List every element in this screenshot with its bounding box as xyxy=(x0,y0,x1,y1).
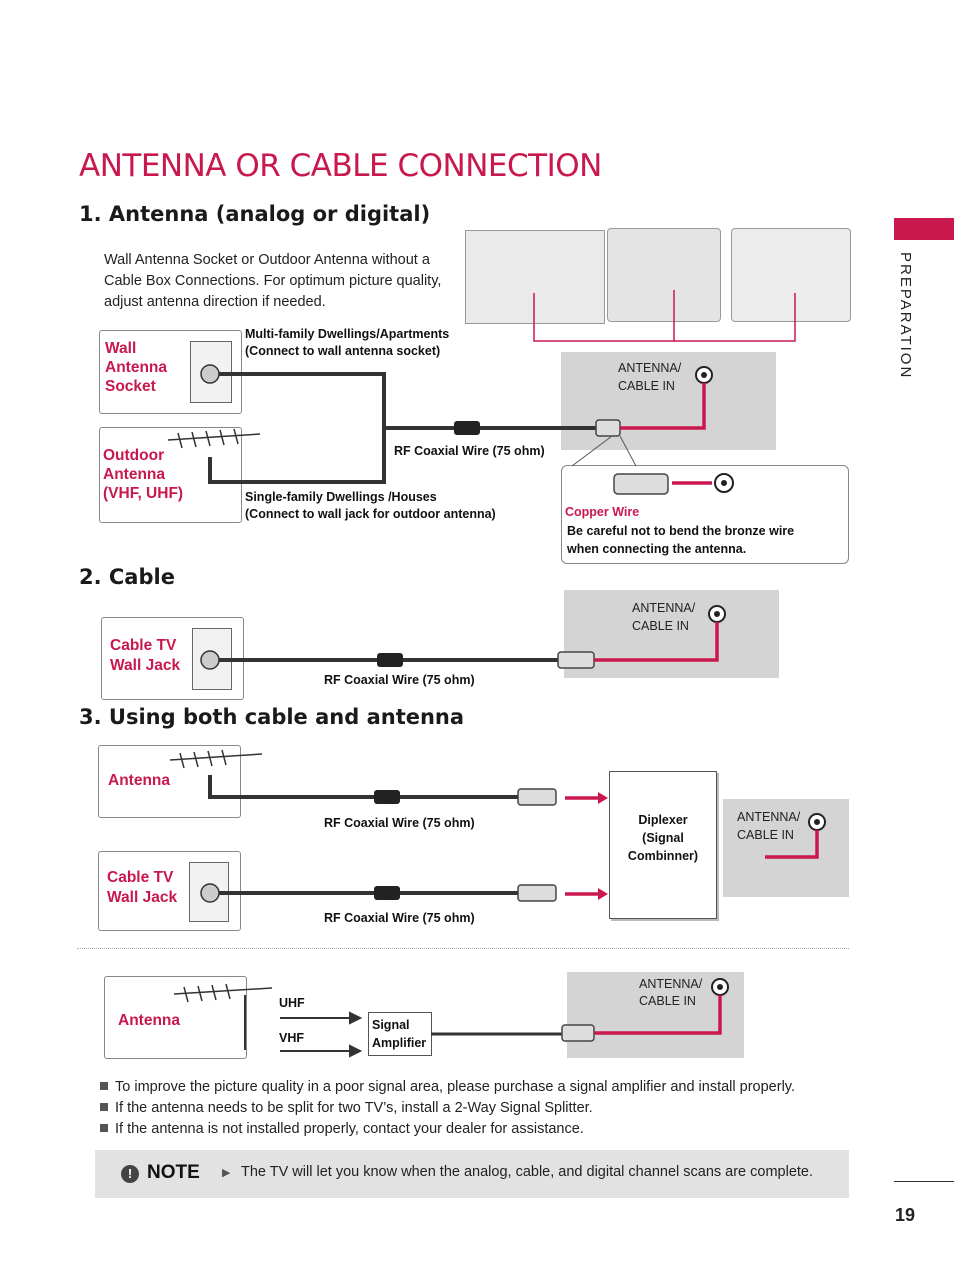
port-label-line2: CABLE IN xyxy=(632,619,689,633)
page-number: 19 xyxy=(895,1205,916,1225)
wall-antenna-box: Wall Antenna Socket xyxy=(99,330,242,414)
section-divider xyxy=(77,948,849,949)
diplexer-line3: Combinner) xyxy=(627,849,699,863)
single-family-line2: (Connect to wall jack for outdoor antenn… xyxy=(245,507,496,521)
port-label-line1: ANTENNA/ xyxy=(737,810,801,824)
section2-heading: 2. Cable xyxy=(79,565,175,589)
cable-jack-label-line2: Wall Jack xyxy=(110,657,181,674)
antenna-box-s3: Antenna xyxy=(98,745,241,818)
tv-back-small-illustration xyxy=(731,228,851,322)
note-label: NOTE xyxy=(147,1162,200,1183)
multi-family-line2: (Connect to wall antenna socket) xyxy=(245,344,441,358)
uhf-label: UHF xyxy=(279,996,305,1010)
note-bar: ! NOTE ▶ The TV will let you know when t… xyxy=(95,1150,849,1198)
amplifier-line2: Amplifier xyxy=(372,1036,427,1050)
antenna-box-s4: Antenna xyxy=(104,976,247,1059)
tv-input-panel-s2: ANTENNA/ CABLE IN xyxy=(564,590,779,678)
diplexer-line2: (Signal xyxy=(642,831,684,845)
tv-input-panel-s3: ANTENNA/ CABLE IN xyxy=(723,799,849,897)
cable-jack-label-line1: Cable TV xyxy=(107,869,174,886)
coax-label-s3-top: RF Coaxial Wire (75 ohm) xyxy=(324,816,475,830)
signal-amplifier-box: Signal Amplifier xyxy=(368,1012,432,1056)
wall-antenna-label: Wall Antenna Socket xyxy=(105,340,167,395)
coax-label-s1: RF Coaxial Wire (75 ohm) xyxy=(394,444,545,458)
port-label-line2: CABLE IN xyxy=(618,379,675,393)
section1-intro: Wall Antenna Socket or Outdoor Antenna w… xyxy=(104,252,442,310)
coax-cable-wall xyxy=(210,372,600,430)
section1-heading: 1. Antenna (analog or digital) xyxy=(79,202,431,226)
cable-jack-label-line2: Wall Jack xyxy=(107,889,178,906)
port-label-line1: ANTENNA/ xyxy=(632,601,696,615)
copper-note-line2: when connecting the antenna. xyxy=(567,542,747,556)
port-label-line1: ANTENNA/ xyxy=(639,977,703,991)
coax-cable-outdoor xyxy=(208,428,386,484)
tv-back-lcd-illustration xyxy=(607,228,721,322)
page-title: ANTENNA OR CABLE CONNECTION xyxy=(79,148,602,184)
page-number-rule xyxy=(894,1181,954,1182)
copper-note-line1: Be careful not to bend the bronze wire xyxy=(567,524,795,538)
diplexer-line1: Diplexer xyxy=(638,813,688,827)
alert-icon: ! xyxy=(121,1165,139,1183)
vhf-label: VHF xyxy=(279,1031,304,1045)
port-label-line2: CABLE IN xyxy=(639,994,696,1008)
tv-input-panel-s1: ANTENNA/ CABLE IN xyxy=(561,352,776,450)
tip-item: To improve the picture quality in a poor… xyxy=(100,1077,860,1098)
tv-back-plasma-illustration xyxy=(465,230,605,324)
amplifier-line1: Signal xyxy=(372,1018,410,1032)
copper-wire-label: Copper Wire xyxy=(565,505,640,519)
antenna-label-s3: Antenna xyxy=(108,772,170,789)
tip-item: If the antenna needs to be split for two… xyxy=(100,1098,860,1119)
antenna-label-s4: Antenna xyxy=(118,1012,180,1029)
port-label-line1: ANTENNA/ xyxy=(618,361,682,375)
section3-heading: 3. Using both cable and antenna xyxy=(79,705,465,729)
tip-item: If the antenna is not installed properly… xyxy=(100,1119,860,1140)
coax-cable-s3-antenna xyxy=(208,775,520,799)
arrow-right-icon: ▶ xyxy=(222,1167,231,1179)
tips-list: To improve the picture quality in a poor… xyxy=(100,1077,860,1140)
cable-jack-label-line1: Cable TV xyxy=(110,637,177,654)
diplexer-box: Diplexer (Signal Combinner) xyxy=(609,771,717,919)
outdoor-antenna-box: Outdoor Antenna (VHF, UHF) xyxy=(99,427,242,523)
single-family-line1: Single-family Dwellings /Houses xyxy=(245,490,437,504)
multi-family-line1: Multi-family Dwellings/Apartments xyxy=(245,327,450,341)
outdoor-antenna-label: Outdoor Antenna (VHF, UHF) xyxy=(103,447,184,502)
coax-label-s3-bottom: RF Coaxial Wire (75 ohm) xyxy=(324,911,475,925)
port-label-line2: CABLE IN xyxy=(737,828,794,842)
note-text: The TV will let you know when the analog… xyxy=(241,1164,814,1180)
coax-label-s2: RF Coaxial Wire (75 ohm) xyxy=(324,673,475,687)
section-tab-marker xyxy=(894,218,954,240)
